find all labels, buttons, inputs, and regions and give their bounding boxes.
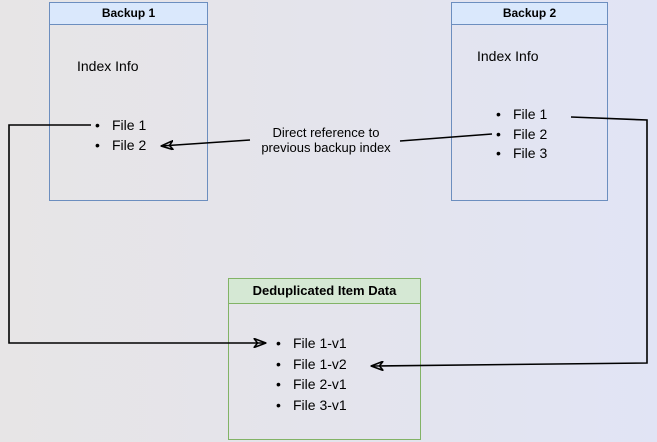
bullet-icon: • [276,376,281,392]
dedup-item-list: • File 1-v1 • File 1-v2 • File 2-v1 • Fi… [276,333,347,415]
bullet-icon: • [95,117,100,133]
backup2-file-list: • File 1 • File 2 • File 3 [496,105,547,164]
file-label: File 1 [513,106,548,122]
bullet-icon: • [276,396,281,413]
bullet-icon: • [496,125,501,142]
bullet-icon: • [276,355,281,372]
file-label: File 1 [112,117,147,133]
backup1-subtitle: Index Info [77,58,139,74]
file-label: File 2-v1 [293,376,347,392]
bullet-icon: • [95,137,100,153]
direct-reference-annotation: Direct reference to previous backup inde… [261,125,391,155]
list-item: • File 2 [95,135,146,155]
bullet-icon: • [496,145,501,161]
list-item: • File 1-v2 [276,354,347,375]
file-label: File 2 [112,137,147,153]
file-label: File 3 [513,145,548,161]
list-item: • File 3-v1 [276,395,347,416]
list-item: • File 2 [496,125,547,145]
file-label: File 2 [513,125,548,142]
list-item: • File 2-v1 [276,374,347,395]
backup2-title: Backup 2 [452,3,607,25]
list-item: • File 3 [496,144,547,164]
file-label: File 1-v1 [293,335,347,351]
dedup-title: Deduplicated Item Data [229,279,420,304]
list-item: • File 1-v1 [276,333,347,354]
file-label: File 1-v2 [293,355,347,372]
bullet-icon: • [496,106,501,122]
file-label: File 3-v1 [293,396,347,413]
backup1-file-list: • File 1 • File 2 [95,115,146,155]
backup1-box: Backup 1 Index Info • File 1 • File 2 [49,2,208,201]
list-item: • File 1 [95,115,146,135]
list-item: • File 1 [496,105,547,125]
bullet-icon: • [276,335,281,351]
backup1-title: Backup 1 [50,3,207,25]
backup2-box: Backup 2 Index Info • File 1 • File 2 • … [451,2,608,201]
dedup-box: Deduplicated Item Data • File 1-v1 • Fil… [228,278,421,440]
backup2-subtitle: Index Info [477,48,539,64]
